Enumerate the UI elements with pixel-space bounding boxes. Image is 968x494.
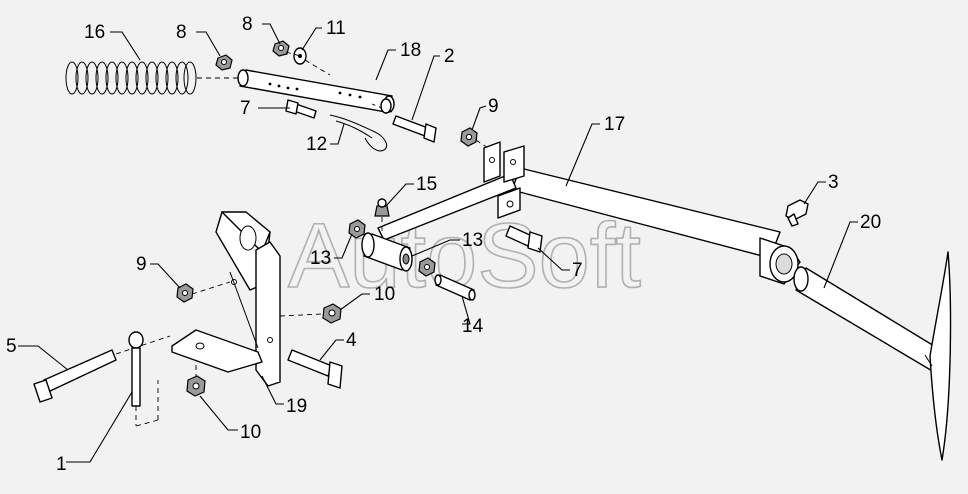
bolt-5	[33, 335, 171, 403]
callout-7: 7	[572, 260, 583, 281]
shaft-20	[793, 251, 952, 461]
bolt-2	[371, 98, 437, 143]
grease-fitting-15	[374, 198, 390, 234]
washer-11	[293, 47, 307, 65]
callout-13-left: 13	[310, 248, 331, 269]
nut-8-left	[215, 54, 233, 71]
callout-4: 4	[346, 330, 357, 351]
callout-6: 7	[240, 98, 251, 119]
callout-19: 19	[286, 396, 307, 417]
callout-15: 15	[416, 174, 437, 195]
bolt-7	[505, 225, 543, 253]
bolt-4	[287, 349, 343, 389]
callout-9-upper: 9	[488, 96, 499, 117]
bushing-13	[361, 232, 413, 272]
callout-11: 11	[326, 18, 346, 39]
callout-12: 12	[306, 134, 327, 155]
nut-13-left	[348, 219, 366, 239]
adjuster-tube-part	[237, 69, 395, 113]
bracket-19	[171, 211, 281, 387]
callout-2: 2	[444, 46, 455, 67]
callout-5: 5	[6, 336, 17, 357]
callout-1: 1	[56, 454, 67, 475]
nut-10-upper	[279, 303, 342, 324]
callout-8-right: 8	[242, 14, 253, 35]
nut-9-left	[176, 281, 231, 303]
callout-10-lower: 10	[240, 422, 261, 443]
pin-14	[434, 274, 476, 301]
callout-labels: 16 8 8 11 18 2 7 12 9 17 15 3 20 13 13 7…	[6, 14, 881, 475]
callout-16: 16	[84, 22, 105, 43]
callout-3: 3	[828, 172, 839, 193]
nut-10-lower	[186, 365, 206, 397]
callout-13-right: 13	[462, 230, 483, 251]
callout-14: 14	[462, 316, 484, 337]
callout-8-left: 8	[176, 22, 187, 43]
spring-clip-12	[329, 114, 388, 152]
nut-8-right	[272, 40, 290, 57]
nut-13-right	[418, 257, 436, 277]
callout-9-left: 9	[136, 254, 147, 275]
leader-lines	[18, 23, 858, 463]
bolt-3	[785, 199, 809, 227]
callout-20: 20	[860, 212, 881, 233]
nut-9-upper	[460, 127, 489, 149]
callout-17: 17	[604, 114, 625, 135]
callout-10-upper: 10	[374, 284, 395, 305]
main-arm-17	[377, 141, 801, 285]
spring-part	[65, 61, 244, 95]
callout-18: 18	[400, 40, 421, 61]
eye-bolt-1	[128, 331, 159, 427]
bolt-6	[285, 99, 317, 119]
